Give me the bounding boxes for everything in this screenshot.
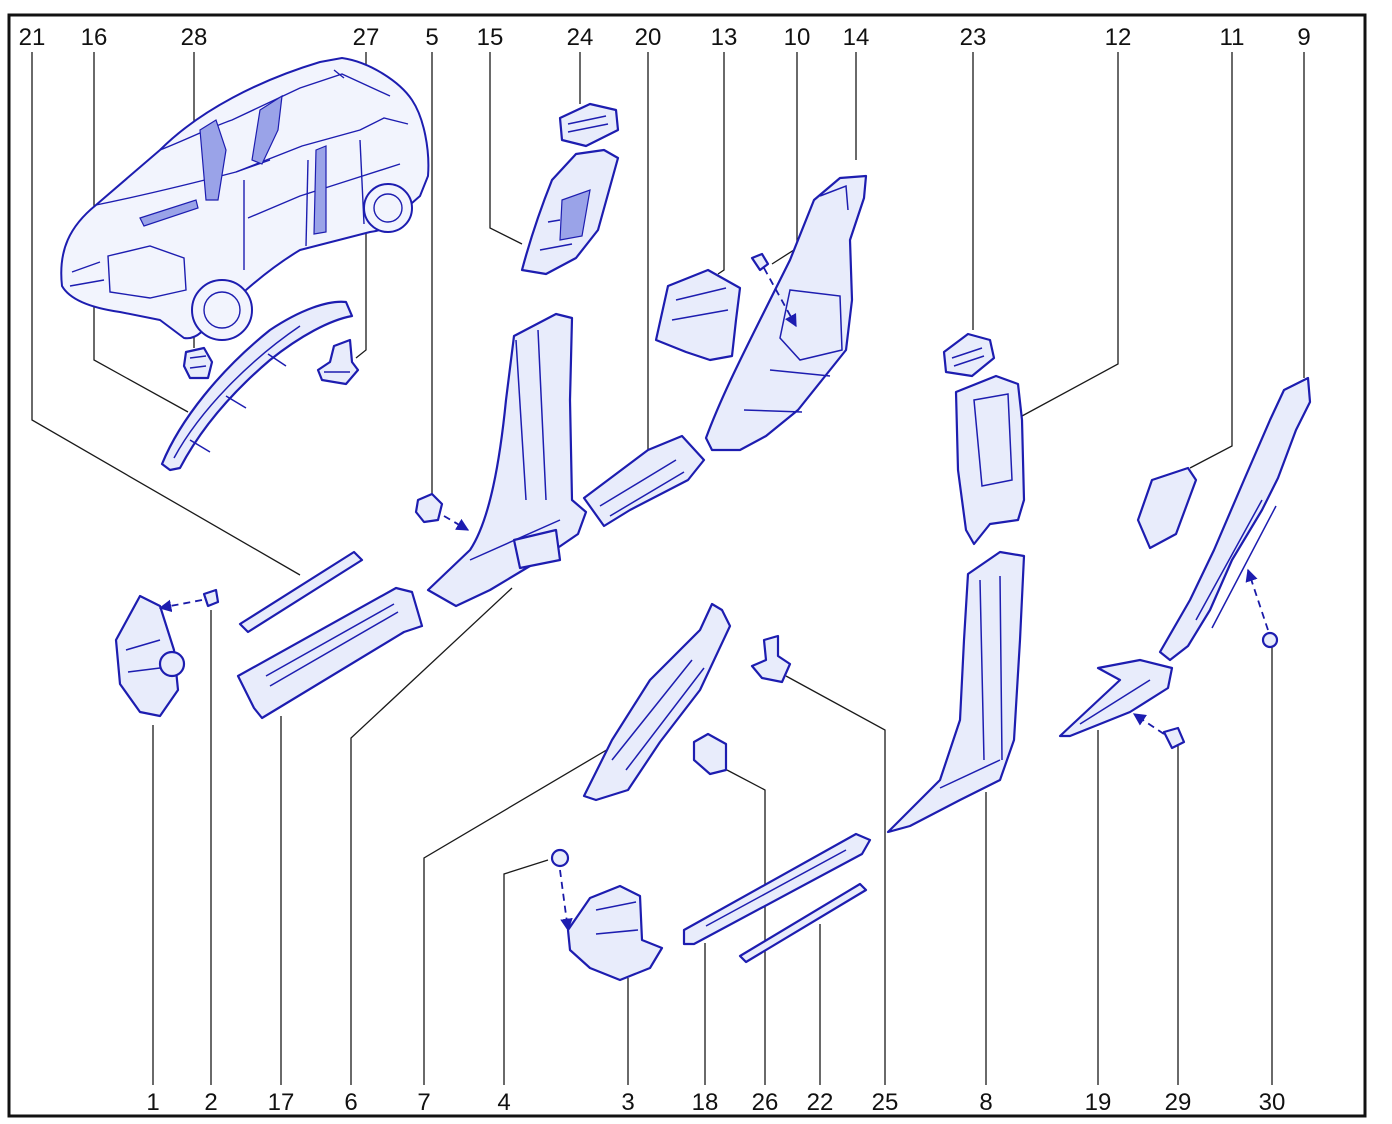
leader-25 <box>785 675 886 1085</box>
part-20-sill-trim <box>582 434 706 528</box>
part-23-clip <box>942 332 996 378</box>
label-10: 10 <box>784 24 811 51</box>
label-13: 13 <box>711 24 738 51</box>
part-2-pin <box>158 588 220 613</box>
top-labels: 21 16 28 27 5 15 24 20 13 10 14 23 12 11… <box>19 24 1311 51</box>
label-28: 28 <box>181 24 208 51</box>
arrow-5 <box>443 515 470 531</box>
label-11: 11 <box>1220 24 1245 51</box>
label-17: 17 <box>268 1089 295 1116</box>
arrow-2 <box>158 599 203 613</box>
leader-6 <box>350 587 513 1085</box>
label-3: 3 <box>621 1089 634 1116</box>
part-21-strip <box>238 550 364 634</box>
leader-lines-bottom <box>152 587 1273 1085</box>
part-9-c-pillar <box>1158 376 1312 662</box>
part-18-sill-plate <box>682 832 872 946</box>
part-10-screw <box>750 252 797 328</box>
part-25-clip <box>750 634 792 684</box>
label-4: 4 <box>497 1089 510 1116</box>
part-19-trim <box>1058 658 1174 738</box>
label-30: 30 <box>1259 1089 1286 1116</box>
part-24-clip <box>558 102 620 148</box>
label-24: 24 <box>567 24 594 51</box>
part-12-pillar-upper <box>954 374 1026 546</box>
leader-13 <box>717 52 725 275</box>
part-13-pad <box>654 268 742 362</box>
label-18: 18 <box>692 1089 719 1116</box>
label-6: 6 <box>344 1089 357 1116</box>
leader-21 <box>31 52 301 576</box>
part-1-kick-panel <box>114 594 186 718</box>
label-29: 29 <box>1165 1089 1192 1116</box>
leader-26 <box>726 769 766 1085</box>
label-7: 7 <box>417 1089 430 1116</box>
label-9: 9 <box>1297 24 1310 51</box>
diagram-frame <box>7 13 1367 1118</box>
label-20: 20 <box>635 24 662 51</box>
bottom-labels: 1 2 17 6 7 4 3 18 26 22 25 8 19 29 30 <box>146 1089 1285 1116</box>
vehicle-illustration <box>60 57 430 341</box>
label-12: 12 <box>1105 24 1132 51</box>
leader-lines-top <box>31 52 1305 576</box>
part-29-clip <box>1132 713 1186 750</box>
part-14-c-pillar-trim <box>704 174 868 452</box>
label-23: 23 <box>960 24 987 51</box>
part-22-strip <box>738 882 868 964</box>
part-28-clip <box>182 346 214 380</box>
label-5: 5 <box>425 24 438 51</box>
label-1: 1 <box>146 1089 159 1116</box>
part-8-pillar-lower <box>886 550 1026 834</box>
part-16-a-pillar-trim <box>160 300 354 472</box>
label-15: 15 <box>477 24 504 51</box>
arrow-29 <box>1132 713 1165 735</box>
part-30-clip <box>1245 568 1279 649</box>
part-15-pillar-upper <box>520 148 620 276</box>
label-16: 16 <box>81 24 108 51</box>
label-25: 25 <box>872 1089 899 1116</box>
label-27: 27 <box>353 24 380 51</box>
leader-12 <box>1021 52 1119 417</box>
label-26: 26 <box>752 1089 779 1116</box>
part-4-nut <box>550 848 573 932</box>
part-11-pad <box>1136 466 1198 550</box>
label-2: 2 <box>204 1089 217 1116</box>
label-19: 19 <box>1085 1089 1112 1116</box>
part-6-b-pillar-lower <box>426 312 588 608</box>
part-27-clip <box>316 338 360 386</box>
leader-10 <box>771 52 798 265</box>
part-3-trim <box>566 884 664 982</box>
arrow-30 <box>1245 568 1269 631</box>
label-22: 22 <box>807 1089 834 1116</box>
part-7-pillar-lower <box>582 602 732 802</box>
leader-7 <box>423 744 616 1085</box>
part-17-sill-plate <box>236 586 424 720</box>
label-21: 21 <box>19 24 46 51</box>
leader-15 <box>489 52 523 245</box>
label-8: 8 <box>979 1089 992 1116</box>
arrow-4 <box>559 869 573 932</box>
part-5-clip <box>414 492 470 531</box>
leader-4 <box>503 859 549 1085</box>
label-14: 14 <box>843 24 870 51</box>
leader-16 <box>93 52 189 413</box>
leader-11 <box>1189 52 1233 469</box>
part-26-clip <box>692 732 728 776</box>
